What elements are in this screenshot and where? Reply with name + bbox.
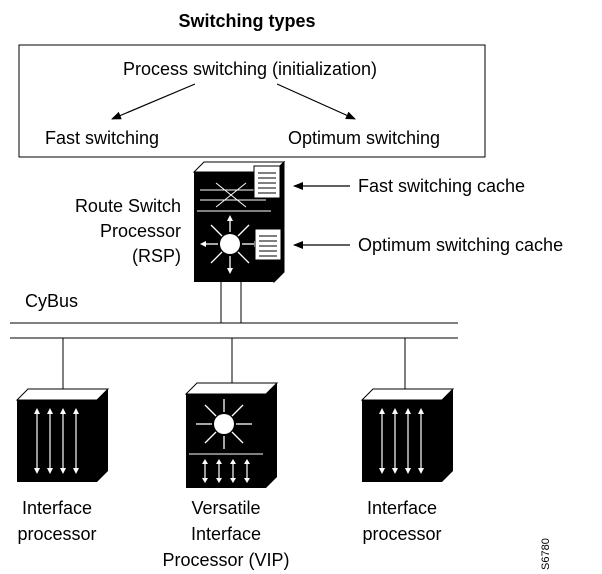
figure-id: S6780 <box>540 538 552 570</box>
rsp-label-line1: Route Switch <box>75 196 181 216</box>
optimum-cache-label: Optimum switching cache <box>358 235 563 255</box>
right-processor-label-line1: Interface <box>367 498 437 518</box>
vip-label-line2: Interface <box>191 524 261 544</box>
interface-processor-right <box>360 388 455 482</box>
diagram-title: Switching types <box>178 11 315 31</box>
optimum-cache-document <box>254 228 282 261</box>
switching-types-box <box>18 44 486 158</box>
rsp-label-line2: Processor <box>100 221 181 241</box>
rsp-label-line3: (RSP) <box>132 246 181 266</box>
interface-processor-left <box>15 388 110 482</box>
fast-switching-label: Fast switching <box>45 128 159 148</box>
left-processor-label-line2: processor <box>17 524 96 544</box>
arrow-to-fast <box>111 83 196 120</box>
vip-label-line3: Processor (VIP) <box>162 550 289 570</box>
vip-label-line1: Versatile <box>191 498 260 518</box>
process-switching-label: Process switching (initialization) <box>123 59 377 79</box>
optimum-switching-label: Optimum switching <box>288 128 440 148</box>
arrow-to-optimum <box>276 83 356 120</box>
fast-cache-document <box>253 165 281 199</box>
left-processor-label-line1: Interface <box>22 498 92 518</box>
right-processor-label-line2: processor <box>362 524 441 544</box>
fast-cache-label: Fast switching cache <box>358 176 525 196</box>
cybus-label: CyBus <box>25 291 78 311</box>
vip-device <box>184 382 279 488</box>
